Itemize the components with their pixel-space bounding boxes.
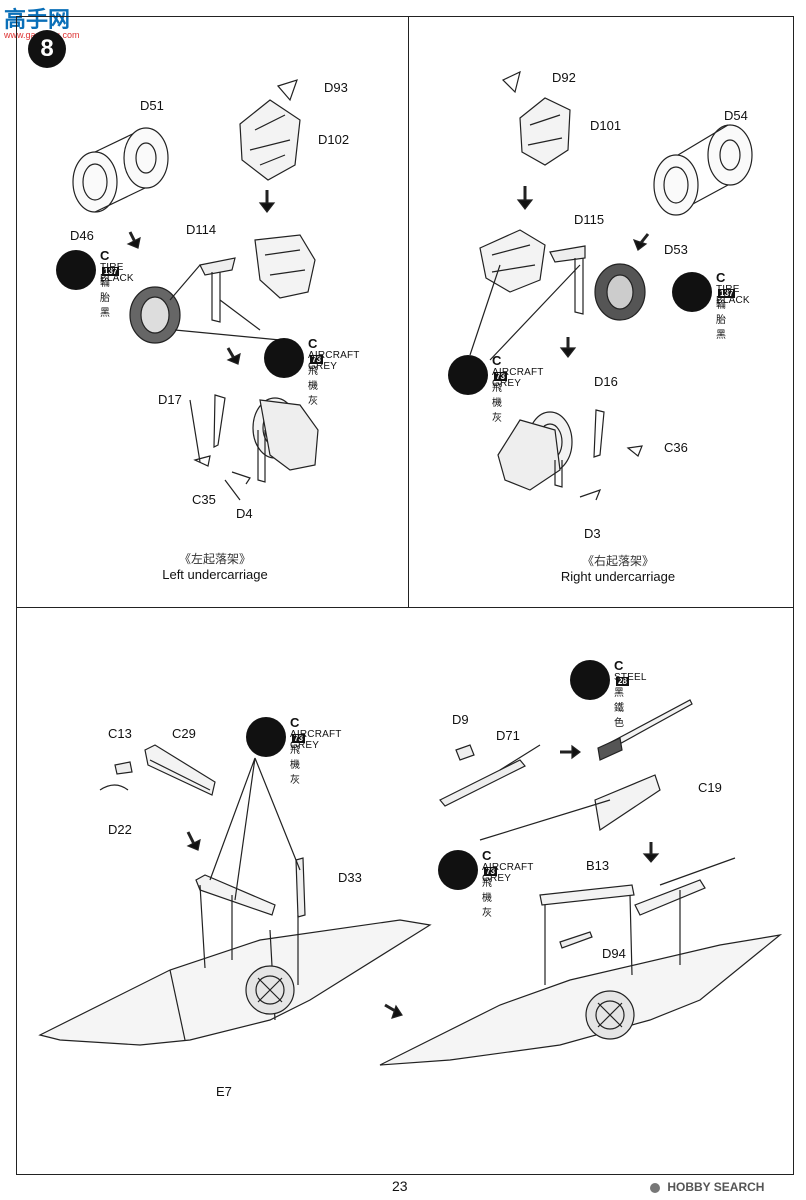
part-label-d9: D9 bbox=[452, 712, 469, 727]
part-label-d53: D53 bbox=[664, 242, 688, 257]
part-label-c35: C35 bbox=[192, 492, 216, 507]
part-label-d22: D22 bbox=[108, 822, 132, 837]
part-label-d16: D16 bbox=[594, 374, 618, 389]
part-label-d114: D114 bbox=[186, 222, 217, 237]
watermark-site: 高手网 bbox=[4, 8, 71, 33]
part-label-c29: C29 bbox=[172, 726, 196, 741]
part-label-d4: D4 bbox=[236, 506, 253, 521]
part-label-d33: D33 bbox=[338, 870, 362, 885]
page-number: 23 bbox=[392, 1178, 408, 1194]
part-label-d54: D54 bbox=[724, 108, 748, 123]
step-number-badge: 8 bbox=[28, 30, 66, 68]
footer-brand-text: HOBBY SEARCH bbox=[667, 1180, 765, 1194]
part-label-d51: D51 bbox=[140, 98, 164, 113]
brush-icon bbox=[246, 717, 286, 757]
part-label-d93: D93 bbox=[324, 80, 348, 95]
brush-icon bbox=[56, 250, 96, 290]
part-label-b13: B13 bbox=[586, 858, 610, 873]
step-number: 8 bbox=[40, 35, 54, 62]
part-label-d71: D71 bbox=[496, 728, 520, 743]
footer-brand: HOBBY SEARCH bbox=[650, 1180, 764, 1194]
part-label-d101: D101 bbox=[590, 118, 622, 133]
part-label-d3: D3 bbox=[584, 526, 601, 541]
panel-weapon-bay bbox=[16, 607, 794, 1175]
part-label-c19: C19 bbox=[698, 780, 722, 795]
brush-icon bbox=[438, 850, 478, 890]
brush-icon bbox=[570, 660, 610, 700]
brush-icon bbox=[448, 355, 488, 395]
brush-icon bbox=[264, 338, 304, 378]
part-label-e7: E7 bbox=[216, 1084, 232, 1099]
part-label-d115: D115 bbox=[574, 212, 605, 227]
caption-left: 《左起落架》 Left undercarriage bbox=[162, 552, 268, 582]
part-label-d17: D17 bbox=[158, 392, 182, 407]
caption-right: 《右起落架》 Right undercarriage bbox=[560, 554, 676, 584]
part-label-d94: D94 bbox=[602, 946, 626, 961]
part-label-d102: D102 bbox=[318, 132, 350, 147]
part-label-d92: D92 bbox=[552, 70, 576, 85]
part-label-c36: C36 bbox=[664, 440, 688, 455]
part-label-c13: C13 bbox=[108, 726, 132, 741]
part-label-d46: D46 bbox=[70, 228, 94, 243]
brush-icon bbox=[672, 272, 712, 312]
brand-logo-icon bbox=[650, 1182, 660, 1193]
